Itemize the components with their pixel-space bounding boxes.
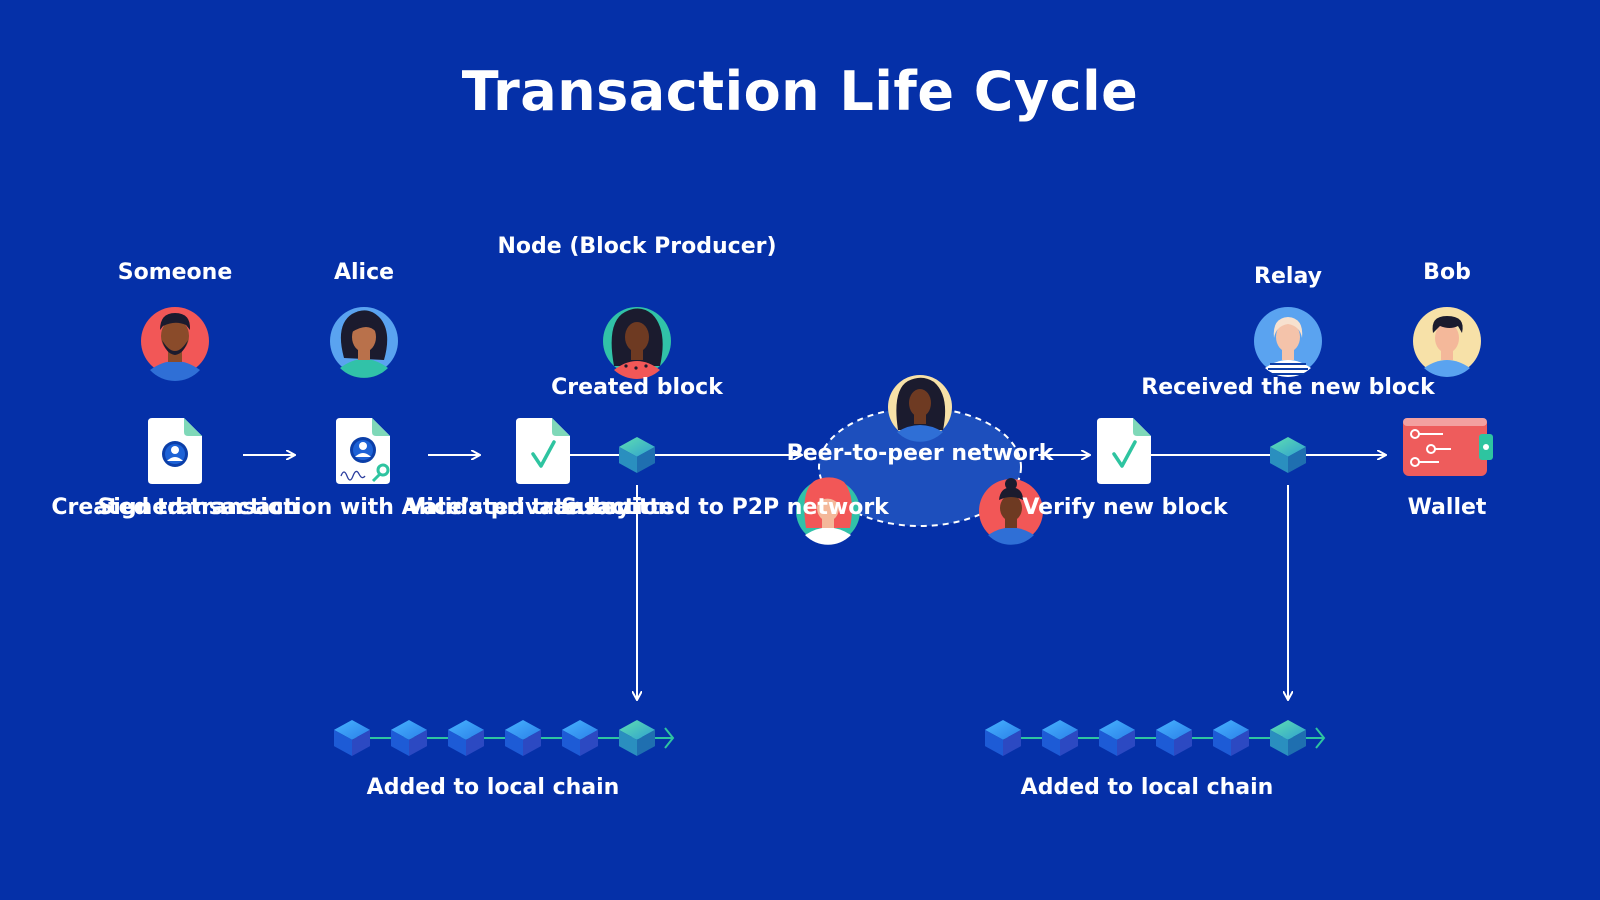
left-chain-label: Added to local chain [366, 775, 620, 800]
someone-avatar [141, 307, 209, 381]
step-wallet-label: Wallet [1407, 495, 1487, 520]
step-signed-transaction-label: Signed transaction with Alice’s private … [97, 495, 631, 520]
actor-relay-label: Relay [1254, 264, 1322, 289]
chain-arrow-head [664, 727, 675, 749]
document-icon [148, 418, 202, 484]
left-local-chain [334, 720, 675, 756]
block-cube-icon [448, 720, 484, 756]
step-received-block-label: Received the new block [1141, 375, 1435, 400]
flow-block-cubes [619, 437, 1306, 473]
step-created-transaction-label: Created transaction [51, 495, 299, 520]
actor-someone-label: Someone [117, 260, 233, 285]
actor-bob-label: Bob [1423, 260, 1471, 285]
block-cube-icon [619, 720, 655, 756]
check-document-icon [1097, 418, 1151, 484]
right-local-chain [985, 720, 1326, 756]
block-cube-icon [391, 720, 427, 756]
block-cube-icon [1270, 720, 1306, 756]
block-cube-icon [1042, 720, 1078, 756]
wallet-icon [1403, 418, 1493, 476]
step-created-block-label: Created block [551, 375, 723, 400]
alice-avatar [330, 307, 398, 378]
block-cube-icon [334, 720, 370, 756]
actor-node-label: Node (Block Producer) [497, 234, 777, 259]
check-document-icon [516, 418, 570, 484]
step-verify-block-label: Verify new block [1022, 495, 1228, 520]
block-cube-icon [1099, 720, 1135, 756]
block-cube-icon [562, 720, 598, 756]
actor-alice-label: Alice [333, 260, 395, 285]
block-cube-icon [1156, 720, 1192, 756]
page-title: Transaction Life Cycle [461, 60, 1139, 123]
block-cube-icon [985, 720, 1021, 756]
p2p-left-avatar [796, 477, 860, 545]
step-submitted-p2p-label: Submitted to P2P network [561, 495, 889, 520]
node-avatar [603, 307, 671, 379]
chain-arrow-head [1315, 727, 1326, 749]
step-validated-transaction-label: Validated transaction [406, 495, 674, 520]
p2p-top-avatar [888, 375, 952, 442]
block-cube-icon [619, 437, 655, 473]
flow-connectors [243, 455, 1386, 700]
right-chain-label: Added to local chain [1020, 775, 1274, 800]
bob-avatar [1413, 307, 1481, 377]
block-cube-icon [505, 720, 541, 756]
signed-document-icon [336, 418, 390, 484]
p2p-network-ellipse [818, 407, 1022, 527]
block-cube-icon [1213, 720, 1249, 756]
step-p2p-network-label: Peer-to-peer network [786, 441, 1054, 466]
block-cube-icon [1270, 437, 1306, 473]
relay-avatar [1254, 307, 1322, 377]
p2p-right-avatar [979, 478, 1043, 545]
